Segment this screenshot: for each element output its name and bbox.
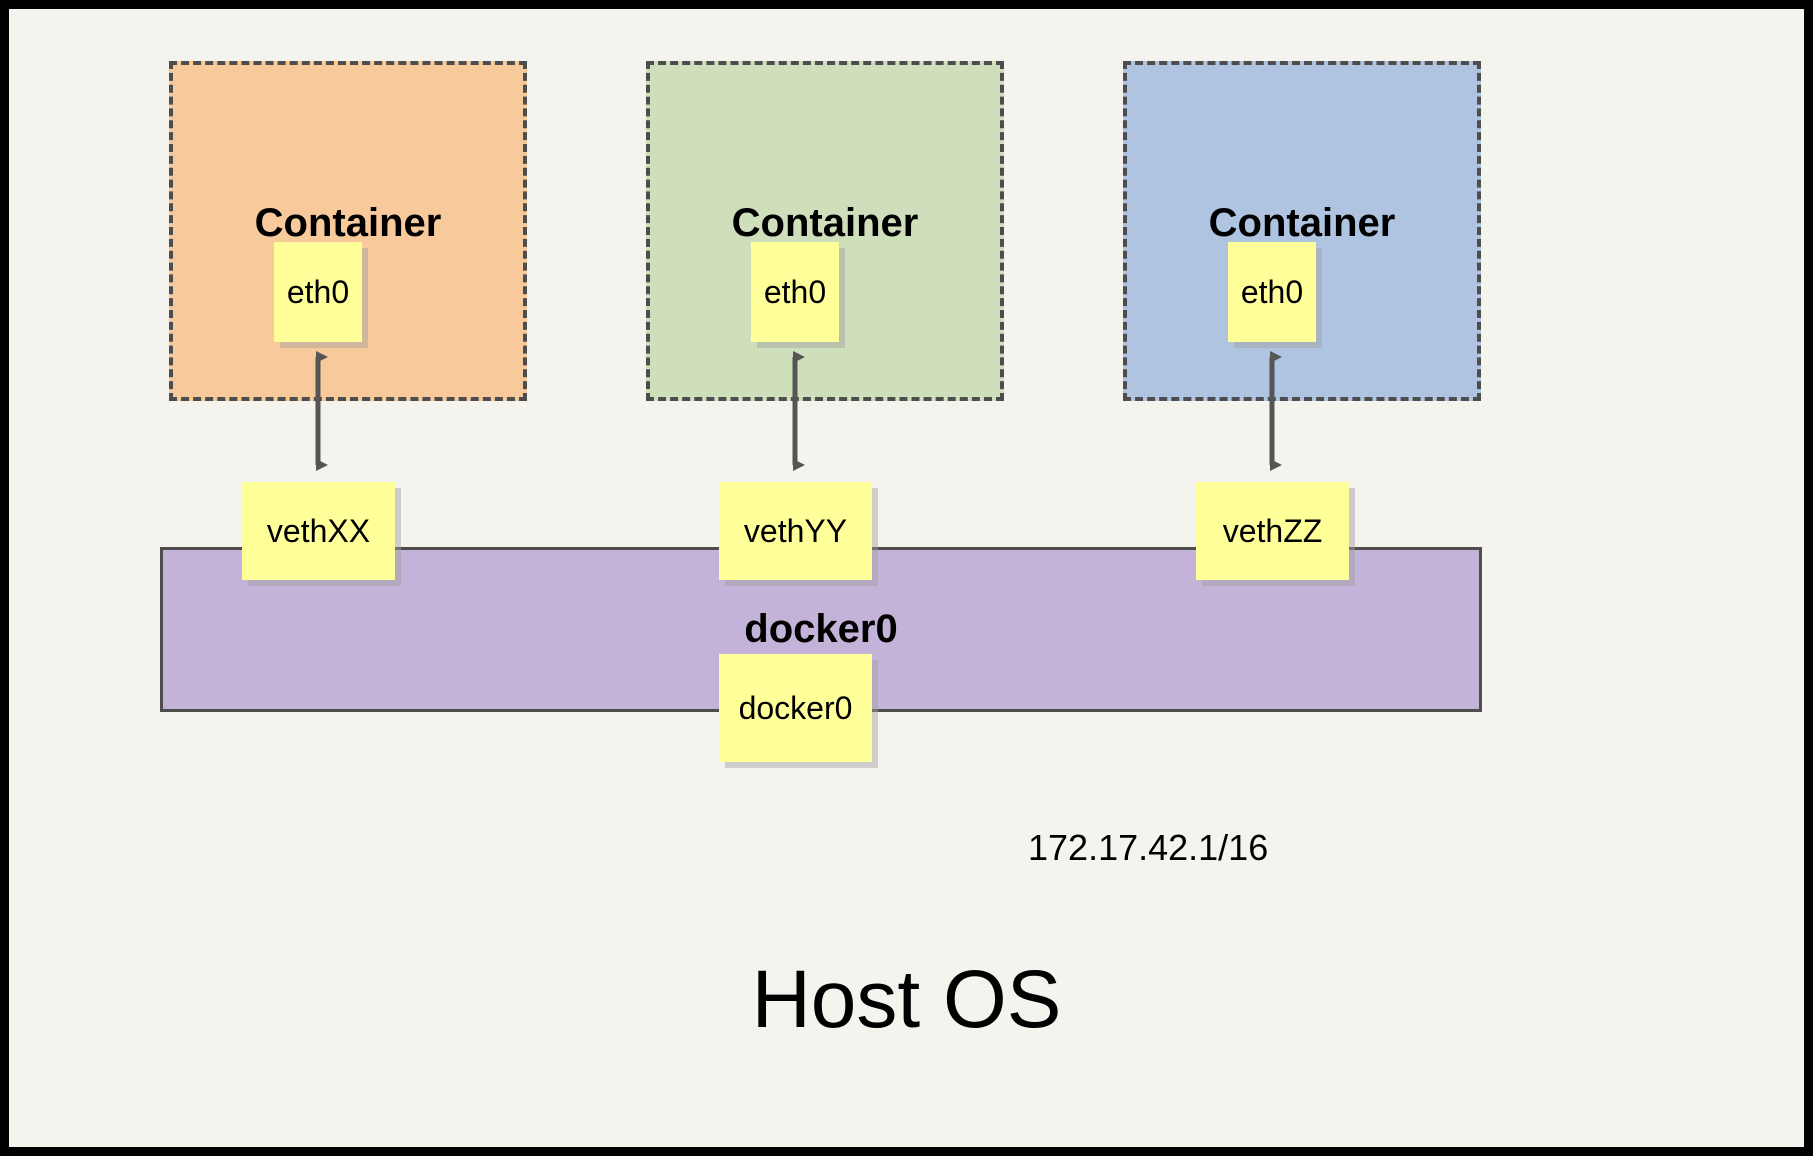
veth-box-1[interactable]: vethXX <box>242 482 395 580</box>
container-eth0-label-2: eth0 <box>763 273 827 310</box>
container-title-1: Container <box>254 201 442 245</box>
veth-box-2[interactable]: vethYY <box>719 482 872 580</box>
container-title-3: Container <box>1208 201 1396 245</box>
container-box-1[interactable]: Container <box>169 61 527 401</box>
container-eth0-1[interactable]: eth0 <box>274 242 362 342</box>
veth-label-2: vethYY <box>743 512 848 549</box>
container-box-2[interactable]: Container <box>646 61 1004 401</box>
container-eth0-3[interactable]: eth0 <box>1228 242 1316 342</box>
veth-link-arrow-3 <box>1269 351 1282 471</box>
veth-label-3: vethZZ <box>1222 512 1323 549</box>
container-box-3[interactable]: Container <box>1123 61 1481 401</box>
veth-box-3[interactable]: vethZZ <box>1196 482 1349 580</box>
docker0-bridge-title: docker0 <box>744 607 898 651</box>
container-eth0-2[interactable]: eth0 <box>751 242 839 342</box>
container-title-2: Container <box>731 201 919 245</box>
veth-link-arrow-2 <box>792 351 805 471</box>
veth-label-1: vethXX <box>266 512 371 549</box>
docker0-ip-label: 172.17.42.1/16 <box>1028 827 1269 868</box>
container-eth0-label-1: eth0 <box>286 273 350 310</box>
docker0-interface-box[interactable]: docker0 <box>719 654 872 762</box>
veth-link-arrow-1 <box>315 351 328 471</box>
container-eth0-label-3: eth0 <box>1240 273 1304 310</box>
docker0-interface-label: docker0 <box>738 689 853 726</box>
host-os-label: Host OS <box>751 954 1062 1045</box>
